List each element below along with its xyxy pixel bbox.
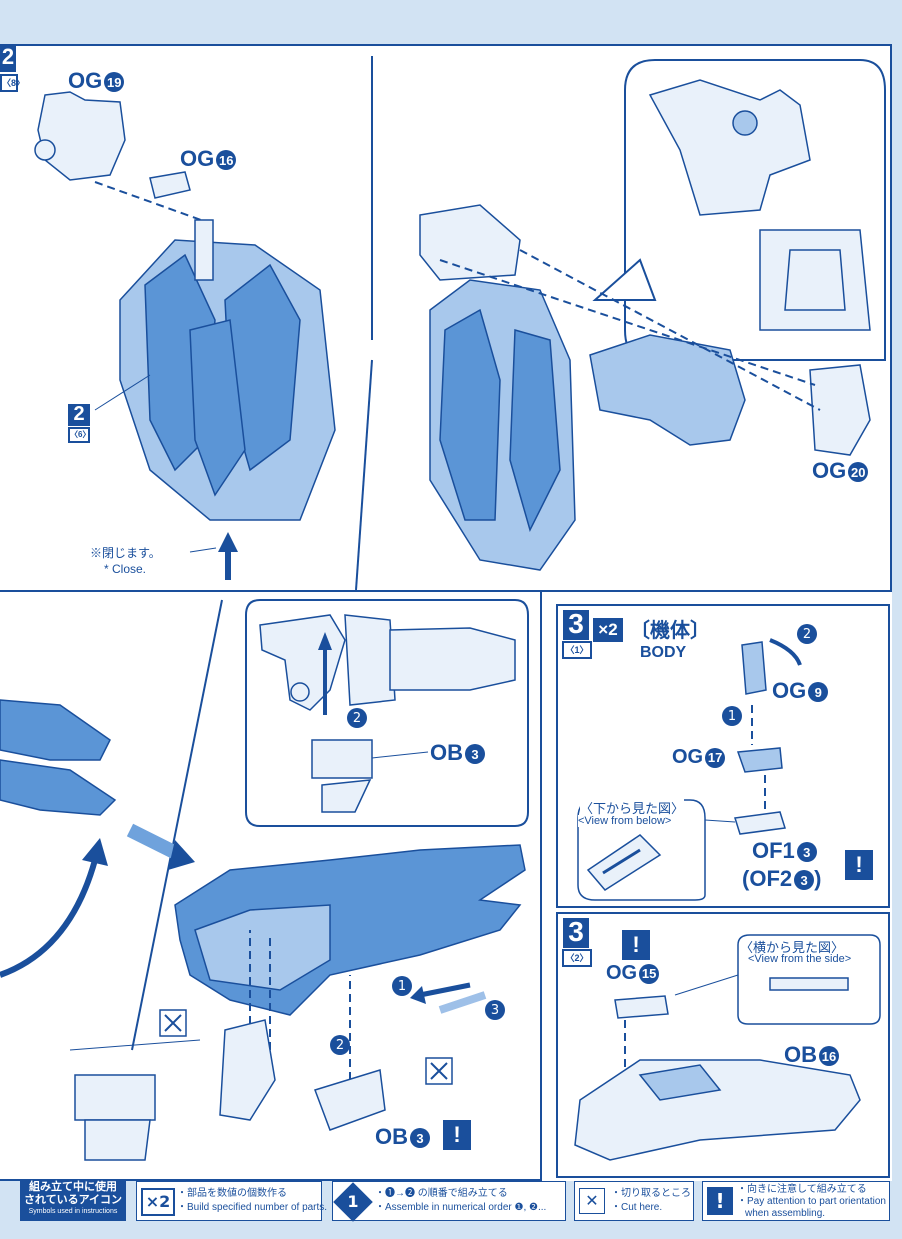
- part-number-badge: 3: [465, 744, 485, 765]
- step-arrow-2-badge: 2: [347, 708, 367, 728]
- legend-title-jp-2: されているアイコン: [23, 1194, 123, 1206]
- step3-1-arrow-1-badge: 1: [722, 706, 742, 726]
- legend-title-jp-1: 組み立て中に使用: [29, 1181, 117, 1193]
- step3-2-badge: 3: [563, 918, 589, 948]
- step2-badge-sub: 〈8〉: [0, 74, 25, 92]
- step3-1-title-en: BODY: [640, 644, 687, 661]
- step3-1-arrow-2-badge: 2: [797, 624, 817, 644]
- step2-badge: 2: [0, 46, 16, 72]
- part-number-badge: 17: [705, 747, 726, 768]
- view-from-below-en: <View from below>: [578, 815, 672, 827]
- part-number-badge: 20: [848, 462, 869, 483]
- part-number-badge: 16: [216, 150, 237, 171]
- orientation-warning-icon: !: [622, 930, 650, 960]
- legend-title: 組み立て中に使用 されているアイコン Symbols used in instr…: [20, 1181, 126, 1221]
- step-arrow-2-bottom-badge: 2: [330, 1035, 350, 1055]
- multiplier-x2-badge: ×2: [593, 618, 623, 642]
- legend-orientation: ! ・向きに注意して組み立てる ・Pay attention to part o…: [702, 1181, 890, 1221]
- step3-2-badge-sub: 〈2〉: [562, 949, 592, 967]
- orientation-warning-icon: !: [443, 1120, 471, 1150]
- cut-here-icon: ✕: [579, 1188, 605, 1214]
- step3-1-badge: 3: [563, 610, 589, 640]
- part-number-badge: 19: [104, 72, 125, 93]
- legend-order: 1 ・❶→❷ の順番で組み立てる ・Assemble in numerical …: [332, 1181, 566, 1222]
- part-number-badge: 3: [410, 1128, 430, 1149]
- symbols-legend: 組み立て中に使用 されているアイコン Symbols used in instr…: [0, 1181, 902, 1239]
- view-from-side-en: <View from the side>: [748, 953, 852, 965]
- legend-orientation-en-2: when assembling.: [745, 1208, 826, 1219]
- order-diamond-number: 1: [347, 1192, 359, 1211]
- legend-order-jp: ・❶→❷ の順番で組み立てる: [375, 1188, 508, 1199]
- legend-multiplier-en: ・Build specified number of parts.: [177, 1202, 328, 1213]
- part-number-badge: 15: [639, 963, 660, 984]
- legend-cut-jp: ・切り取るところ: [611, 1188, 691, 1199]
- close-note-jp: ※閉じます。: [90, 546, 161, 560]
- step2-ref-badge-sub: 〈6〉: [68, 427, 90, 443]
- legend-cut: ✕ ・切り取るところ ・Cut here.: [574, 1181, 694, 1221]
- view-from-below-jp: 〈下から見た図〉: [580, 798, 685, 817]
- part-number-badge: 16: [819, 1046, 839, 1067]
- orientation-warning-icon: !: [845, 850, 873, 880]
- legend-orientation-en-1: ・Pay attention to part orientation: [737, 1196, 886, 1207]
- step3-1-title-jp: 〔機体〕: [630, 620, 710, 642]
- part-number-badge: 3: [794, 870, 815, 891]
- legend-orientation-jp: ・向きに注意して組み立てる: [737, 1184, 867, 1195]
- view-from-side-jp: 〈横から見た図〉: [740, 940, 845, 955]
- close-note-en: * Close.: [104, 562, 147, 576]
- legend-cut-en: ・Cut here.: [611, 1202, 663, 1213]
- legend-multiplier-jp: ・部品を数値の個数作る: [177, 1188, 287, 1199]
- step-arrow-3-badge: 3: [485, 1000, 505, 1020]
- orientation-warning-icon: !: [707, 1187, 733, 1215]
- legend-title-en: Symbols used in instructions: [28, 1208, 118, 1215]
- legend-order-en: ・Assemble in numerical order ❶, ❷...: [375, 1202, 547, 1213]
- step3-1-badge-sub: 〈1〉: [562, 641, 592, 659]
- part-number-badge: 3: [796, 842, 817, 863]
- step2-ref-badge: 2: [68, 404, 90, 426]
- legend-multiplier: ×2 ・部品を数値の個数作る ・Build specified number o…: [136, 1181, 327, 1221]
- multiplier-icon: ×2: [141, 1188, 175, 1216]
- part-number-badge: 9: [808, 682, 829, 703]
- step-arrow-1-badge: 1: [392, 976, 412, 996]
